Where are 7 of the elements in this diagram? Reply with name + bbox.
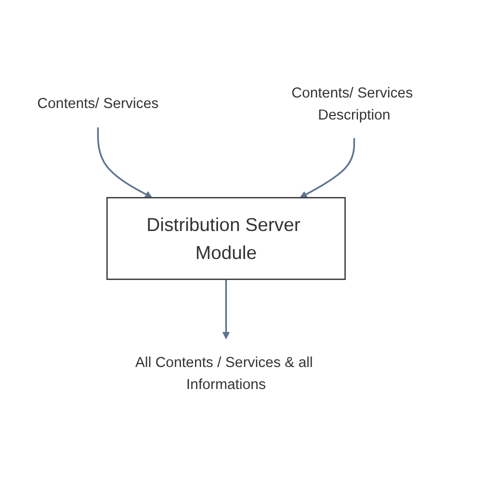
- arrow: [222, 279, 230, 340]
- arrow: [300, 138, 356, 198]
- node-text: Contents/ Services Description: [292, 84, 413, 122]
- node-text: All Contents / Services & all Informations: [135, 354, 313, 392]
- node-box: Distribution Server Module: [106, 197, 346, 280]
- node-text: Contents/ Services: [37, 95, 159, 112]
- arrow: [97, 127, 152, 198]
